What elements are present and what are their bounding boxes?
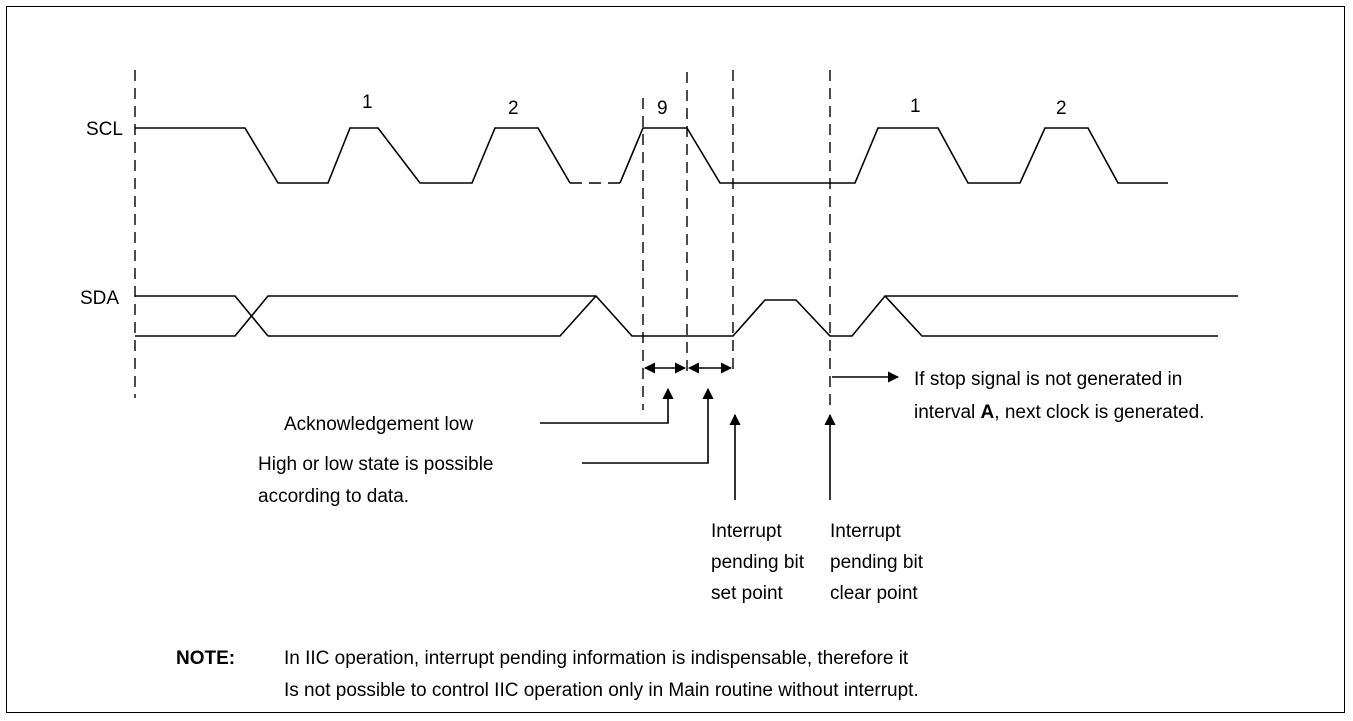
- clear-point-label-line2: pending bit: [830, 552, 924, 573]
- scl-waveform: [135, 127, 571, 184]
- scl-label: SCL: [86, 119, 123, 140]
- set-point-label-line3: set point: [711, 583, 784, 604]
- stop-signal-line2-post: , next clock is generated.: [994, 402, 1204, 423]
- diagram-frame: [6, 6, 1345, 713]
- high-low-leader: [582, 387, 714, 464]
- sda-high-rail: [135, 295, 269, 337]
- note-label: NOTE:: [176, 648, 235, 669]
- clear-point-label-line3: clear point: [830, 583, 918, 604]
- sda-label: SDA: [80, 288, 119, 309]
- sda-data-low-rail: [268, 295, 597, 337]
- set-point-label-line2: pending bit: [711, 552, 805, 573]
- sda-low-rail: [135, 295, 1238, 337]
- note-line1: In IIC operation, interrupt pending info…: [284, 648, 909, 669]
- clear-point-label-line1: Interrupt: [830, 521, 901, 542]
- stop-signal-label-line1: If stop signal is not generated in: [914, 369, 1182, 390]
- ack-low-label: Acknowledgement low: [284, 414, 473, 435]
- next-clock-number-1: 1: [910, 96, 921, 117]
- high-low-label-line1: High or low state is possible: [258, 454, 494, 475]
- clock-number-9: 9: [657, 98, 668, 119]
- note-line2: Is not possible to control IIC operation…: [284, 680, 919, 701]
- next-clock-number-2: 2: [1056, 98, 1067, 119]
- clock-number-2: 2: [508, 98, 519, 119]
- scl-waveform-continued: [619, 127, 1168, 184]
- interval-a-key: A: [981, 402, 995, 423]
- set-point-label-line1: Interrupt: [711, 521, 782, 542]
- stop-signal-line2-pre: interval: [914, 402, 981, 423]
- clock-number-1: 1: [362, 92, 373, 113]
- high-low-label-line2: according to data.: [258, 486, 409, 507]
- sda-next-low-rail: [884, 295, 1218, 337]
- ack-low-leader: [540, 387, 674, 424]
- stop-signal-label-line2: interval A, next clock is generated.: [914, 402, 1204, 423]
